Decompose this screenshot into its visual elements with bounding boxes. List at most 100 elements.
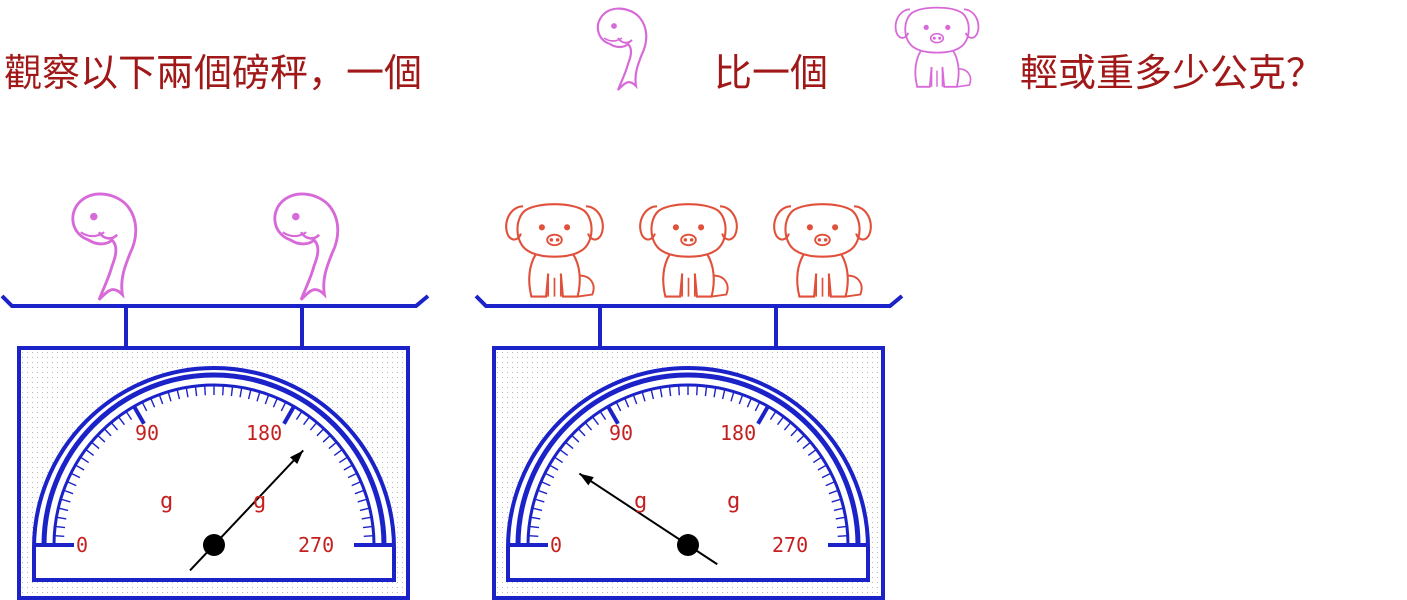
dial-minor-tick xyxy=(532,507,543,512)
dial-unit-right: g xyxy=(253,489,266,514)
dial-minor-tick xyxy=(584,421,593,431)
dial-minor-tick xyxy=(167,391,172,402)
dial-scale-2 xyxy=(508,372,868,566)
dial-minor-tick xyxy=(544,472,555,479)
dial-minor-tick xyxy=(125,410,133,421)
dial-minor-tick xyxy=(769,410,777,421)
dial-minor-tick xyxy=(790,428,799,437)
dial-minor-tick xyxy=(141,401,148,412)
dial-minor-tick xyxy=(812,456,823,464)
dial-minor-tick xyxy=(56,516,67,520)
dial-minor-tick xyxy=(537,489,548,495)
whale-icon xyxy=(71,192,138,302)
dial-minor-tick xyxy=(553,456,564,464)
dial-minor-tick xyxy=(347,472,358,479)
dial-outer-arc xyxy=(515,372,861,546)
dial-face xyxy=(506,366,870,582)
dial-minor-tick xyxy=(796,434,805,443)
dial-minor-tick xyxy=(79,456,90,464)
dial-minor-tick xyxy=(309,421,318,431)
dial-minor-tick xyxy=(833,507,844,512)
dial-minor-tick xyxy=(650,389,655,400)
dial-label-270: 270 xyxy=(298,533,334,557)
dial-minor-tick xyxy=(322,434,331,443)
dial-minor-tick xyxy=(534,498,545,503)
dial-minor-tick xyxy=(70,472,81,479)
dial-minor-tick xyxy=(828,489,839,495)
dial-minor-tick xyxy=(97,434,106,443)
dial-minor-tick xyxy=(783,421,792,431)
dial-needle-arrowhead xyxy=(579,473,594,486)
dial-minor-tick xyxy=(807,448,817,456)
dial-minor-tick xyxy=(66,480,77,487)
dial-major-tick xyxy=(132,405,146,425)
scale-pan xyxy=(0,294,430,308)
whale-icon xyxy=(596,7,648,92)
dial-minor-tick xyxy=(158,394,164,405)
dial-minor-tick xyxy=(564,441,574,450)
dial-minor-tick xyxy=(704,386,708,397)
dial-label-180: 180 xyxy=(720,421,756,445)
dial-label-180: 180 xyxy=(246,421,282,445)
dial-major-tick xyxy=(282,405,296,425)
dial-minor-tick xyxy=(110,421,119,431)
dial-minor-tick xyxy=(239,387,243,398)
dial-minor-tick xyxy=(264,394,270,405)
dial-minor-tick xyxy=(529,525,540,529)
dial-minor-tick xyxy=(176,389,181,400)
dial-minor-tick xyxy=(343,464,353,471)
dial-minor-tick xyxy=(831,498,842,503)
dial-minor-tick xyxy=(280,401,287,412)
dial-minor-tick xyxy=(361,516,372,520)
dial-scale-1 xyxy=(34,372,394,572)
dial-minor-tick xyxy=(559,448,569,456)
dial-minor-tick xyxy=(85,448,95,456)
dial-label-90: 90 xyxy=(135,421,159,445)
dial-minor-tick xyxy=(802,441,812,450)
dial-minor-tick xyxy=(821,472,832,479)
dial-minor-tick xyxy=(835,516,846,520)
scale-whales: 0 90 180 270 g g xyxy=(0,192,430,600)
dial-minor-tick xyxy=(351,480,362,487)
dial-minor-tick xyxy=(837,534,848,537)
dial-minor-tick xyxy=(272,397,279,408)
dial-minor-tick xyxy=(58,507,69,512)
dial-minor-tick xyxy=(668,386,672,397)
dial-hub xyxy=(677,534,699,556)
dog-icon xyxy=(505,203,604,298)
dial-minor-tick xyxy=(149,397,156,408)
dial-minor-tick xyxy=(659,387,663,398)
dial-minor-tick xyxy=(615,401,622,412)
dial-needle-arrowhead xyxy=(289,450,304,465)
dial-minor-tick xyxy=(713,387,717,398)
dial-minor-tick xyxy=(103,428,112,437)
dial-minor-tick xyxy=(303,416,311,426)
dial-minor-tick xyxy=(530,516,541,520)
dial-minor-tick xyxy=(357,498,368,503)
dial-minor-tick xyxy=(338,456,349,464)
dog-icon xyxy=(773,203,872,298)
dial-label-0: 0 xyxy=(76,533,88,557)
dial-minor-tick xyxy=(641,391,646,402)
dial-minor-tick xyxy=(528,534,539,537)
dial-minor-tick xyxy=(754,401,761,412)
dial-label-0: 0 xyxy=(550,533,562,557)
dial-minor-tick xyxy=(359,507,370,512)
dial-minor-tick xyxy=(777,416,785,426)
question-text-part1: 觀察以下兩個磅秤，一個 xyxy=(4,51,422,95)
question-text-part2: 比一個 xyxy=(714,51,828,95)
dial-minor-tick xyxy=(117,416,125,426)
dial-minor-tick xyxy=(256,391,261,402)
dial-minor-tick xyxy=(54,534,65,537)
dial-unit-right: g xyxy=(727,489,740,514)
dial-minor-tick xyxy=(222,385,225,396)
dial-minor-tick xyxy=(328,441,338,450)
dial-minor-tick xyxy=(746,397,753,408)
dial-minor-tick xyxy=(571,434,580,443)
dial-minor-tick xyxy=(836,525,847,529)
dial-unit-left: g xyxy=(160,489,173,514)
dial-minor-tick xyxy=(55,525,66,529)
dial-hub xyxy=(203,534,225,556)
dial-minor-tick xyxy=(354,489,365,495)
